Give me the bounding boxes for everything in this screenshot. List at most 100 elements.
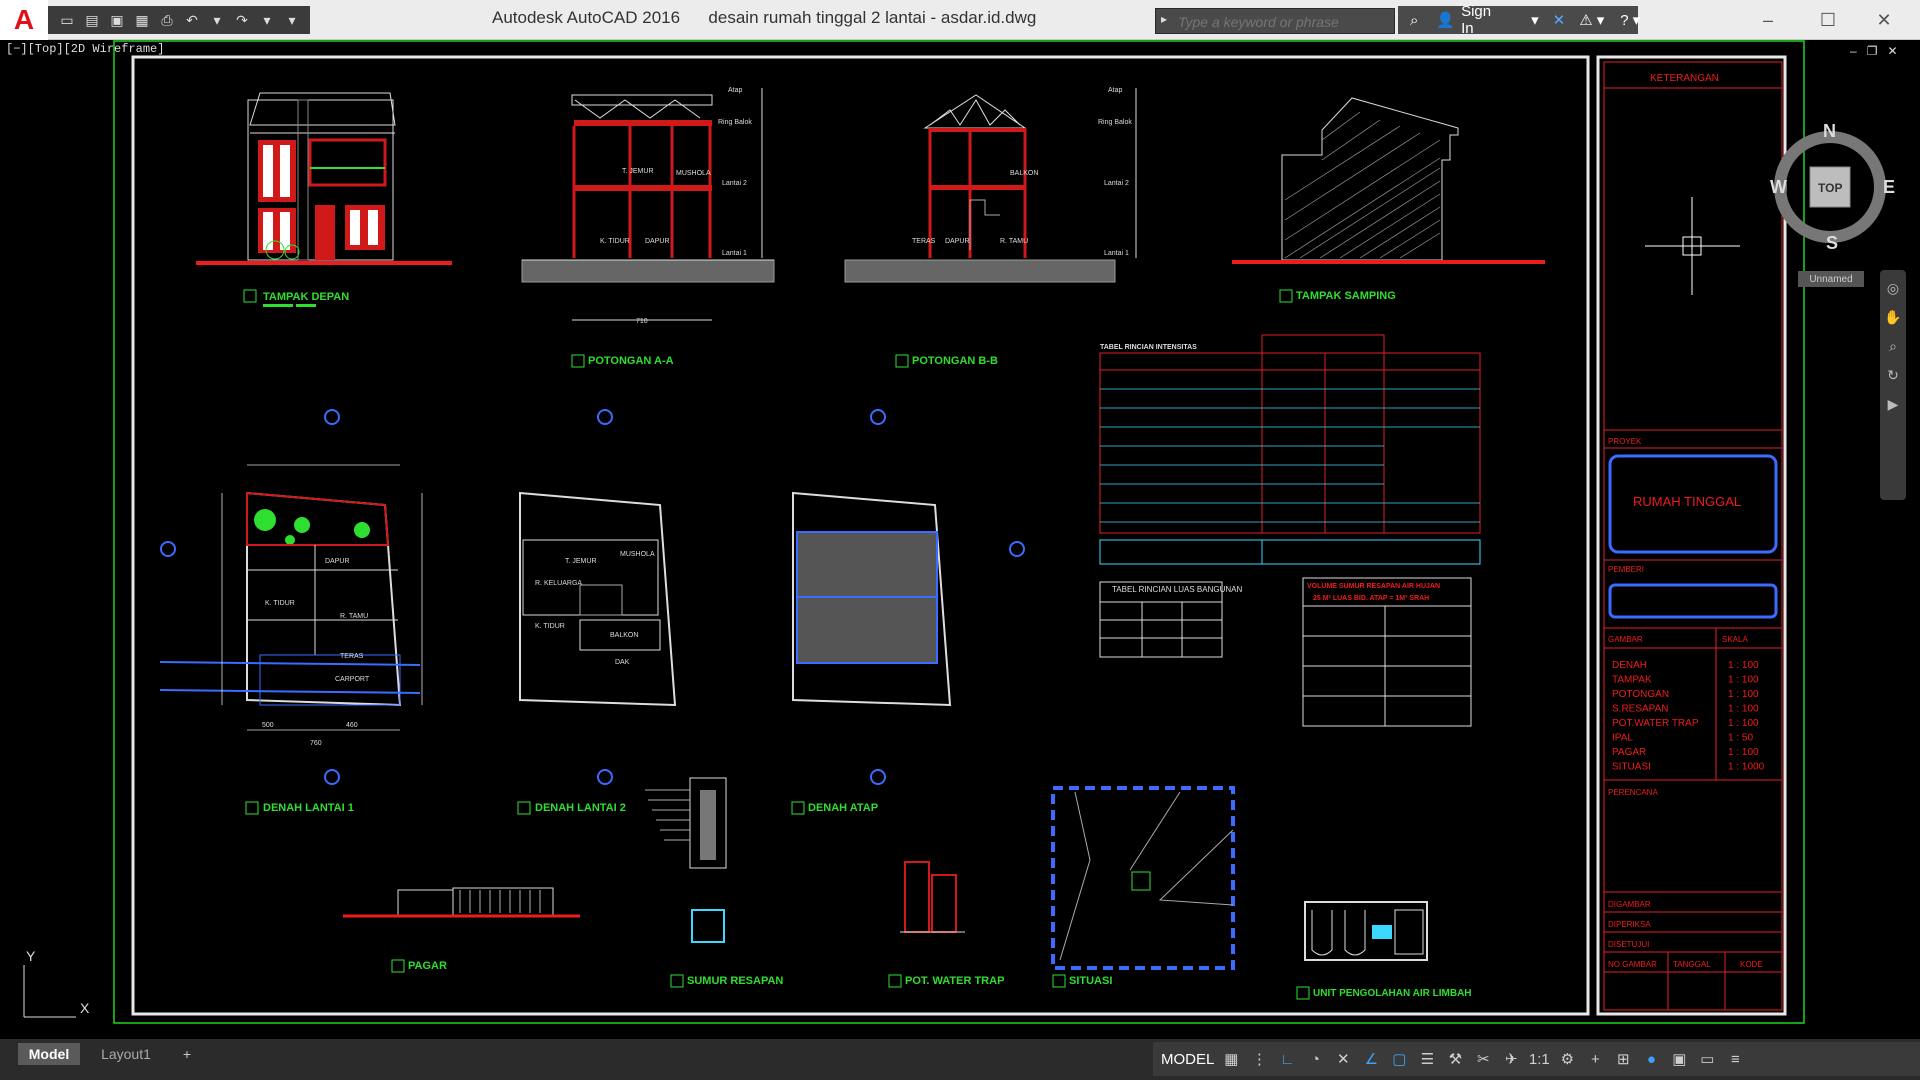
roof-plan: DENAH ATAP [791, 409, 1025, 815]
viewport-restore-icon[interactable]: ❐ [1866, 44, 1878, 58]
title-block: KETERANGAN PROYEK RUMAH TINGGAL PEMBERI … [1604, 73, 1782, 1010]
drawing-canvas: TAMPAK DEPAN T. JEMUR MUSHOLA K. TIDUR D… [23, 40, 1805, 1024]
object-snap-tracking-icon[interactable]: ∠ [1364, 1051, 1379, 1068]
isolate-objects-icon[interactable]: ● [1646, 1050, 1656, 1068]
bb-room-balkon: BALKON [1010, 170, 1038, 177]
tb-item-scale: 1 : 100 [1728, 689, 1759, 700]
volume-title: VOLUME SUMUR RESAPAN AIR HUJAN [1307, 583, 1440, 590]
water-trap-section: POT. WATER TRAP [888, 861, 1004, 988]
drawing-viewport[interactable]: TAMPAK DEPAN T. JEMUR MUSHOLA K. TIDUR D… [0, 40, 1920, 1039]
status-bar: MODEL ▦ ⋮ ∟ ◔ ✕ ∠ ▢ ☰ ⚒ ✂ ✈ 1:1 ⚙ + ⊞ ● … [1153, 1042, 1920, 1076]
viewport-minimize-icon[interactable]: – [1850, 44, 1857, 58]
viewcube-top-face[interactable]: TOP [1818, 181, 1843, 195]
isodraft-icon[interactable]: ✕ [1337, 1051, 1350, 1068]
save-as-icon[interactable]: ▦ [135, 11, 149, 28]
viewport-label[interactable]: [−][Top][2D Wireframe] [6, 42, 165, 56]
sign-in-dropdown-icon[interactable]: ▾ [1531, 12, 1539, 29]
label-site: SITUASI [1069, 975, 1112, 987]
stay-connected-dropdown-icon[interactable]: ▾ [1596, 12, 1605, 29]
label-floor-plan-2: DENAH LANTAI 2 [535, 802, 626, 814]
plan1-room-dapur: DAPUR [325, 558, 350, 565]
transparency-icon[interactable]: ⚒ [1448, 1051, 1463, 1068]
workspace-icon[interactable]: ⚙ [1560, 1051, 1575, 1068]
floor-plan-2: T. JEMUR MUSHOLA R. KELUARGA K. TIDUR BA… [517, 409, 677, 815]
sign-in-link[interactable]: Sign In [1461, 3, 1492, 37]
help-dropdown-icon[interactable]: ▾ [1632, 12, 1641, 29]
site-plan: SITUASI [1051, 786, 1235, 988]
redo-dropdown-icon[interactable]: ▾ [263, 11, 271, 28]
orbit-icon[interactable]: ↻ [1887, 367, 1899, 383]
viewcube-west[interactable]: W [1770, 177, 1787, 197]
search-input[interactable] [1176, 11, 1390, 33]
polar-icon[interactable]: ◔ [1310, 1050, 1320, 1068]
binoculars-icon[interactable]: ⌕ [1410, 11, 1419, 29]
ortho-icon[interactable]: ∟ [1280, 1050, 1295, 1068]
minimize-button[interactable]: – [1762, 9, 1773, 30]
plan2-room-ktidur: K. TIDUR [535, 623, 565, 630]
snap-icon[interactable]: ⋮ [1251, 1051, 1267, 1068]
clean-screen-icon[interactable]: ▭ [1700, 1051, 1715, 1068]
new-layout-button[interactable]: + [182, 1046, 192, 1062]
steering-wheel-icon[interactable]: ◎ [1886, 280, 1900, 296]
stay-connected-icon[interactable]: ⚠ [1579, 12, 1593, 29]
viewcube-north[interactable]: N [1823, 121, 1836, 141]
exchange-icon[interactable]: ✕ [1552, 12, 1566, 29]
selection-cycling-icon[interactable]: ✂ [1477, 1051, 1490, 1068]
tb-item-name: SITUASI [1612, 762, 1651, 773]
search-expand-icon[interactable]: ▸ [1161, 12, 1168, 26]
tab-model[interactable]: Model [18, 1043, 80, 1065]
pan-icon[interactable]: ✋ [1884, 309, 1902, 325]
autocad-application-button[interactable]: A [0, 0, 48, 40]
tb-no-gambar: NO.GAMBAR [1608, 960, 1657, 969]
label-fence: PAGAR [408, 960, 447, 972]
viewcube-south[interactable]: S [1826, 233, 1839, 253]
tb-skala-label: SKALA [1722, 635, 1748, 644]
customization-icon[interactable]: ≡ [1730, 1050, 1740, 1068]
plan2-room-dak: DAK [615, 659, 630, 666]
bb-room-teras: TERAS [912, 238, 936, 245]
tb-item-name: PAGAR [1612, 747, 1646, 758]
undo-icon[interactable]: ↶ [186, 11, 198, 28]
plan1-dim-460: 460 [346, 722, 358, 729]
plan2-room-tjemur: T. JEMUR [565, 558, 597, 565]
grid-icon[interactable]: ▦ [1224, 1051, 1239, 1068]
help-icon[interactable]: ? [1620, 11, 1629, 29]
tb-item-name: TAMPAK [1612, 675, 1652, 686]
undo-dropdown-icon[interactable]: ▾ [213, 11, 221, 28]
redo-icon[interactable]: ↷ [236, 11, 248, 28]
units-icon[interactable]: ⊞ [1617, 1051, 1630, 1068]
aa-level-ring: Ring Balok [718, 119, 752, 126]
label-roof-plan: DENAH ATAP [808, 802, 878, 814]
tb-item-scale: 1 : 1000 [1728, 762, 1765, 773]
zoom-icon[interactable]: ⌕ [1889, 338, 1897, 354]
object-snap-icon[interactable]: ▢ [1392, 1051, 1407, 1068]
aa-room-dapur: DAPUR [645, 238, 670, 245]
new-icon[interactable]: ▭ [60, 11, 74, 28]
tb-keterangan: KETERANGAN [1650, 73, 1719, 84]
viewcube[interactable]: N S E W TOP Unnamed [1770, 85, 1920, 287]
wcs-menu[interactable]: Unnamed [1798, 271, 1864, 287]
plan2-room-balkon: BALKON [610, 632, 638, 639]
open-icon[interactable]: ▤ [85, 11, 99, 28]
maximize-button[interactable]: ☐ [1819, 9, 1837, 30]
tab-layout1[interactable]: Layout1 [101, 1046, 151, 1062]
viewcube-east[interactable]: E [1883, 177, 1896, 197]
bb-room-dapur: DAPUR [945, 238, 970, 245]
close-button[interactable]: ✕ [1876, 9, 1892, 30]
annotation-scale-button[interactable]: 1:1 [1528, 1050, 1550, 1068]
annotation-monitor-icon[interactable]: + [1590, 1050, 1600, 1068]
viewport-controls: – ❐ ✕ [1850, 44, 1898, 58]
hardware-acceleration-icon[interactable]: ▣ [1672, 1051, 1687, 1068]
viewport-close-icon[interactable]: ✕ [1887, 44, 1898, 58]
tb-item-scale: 1 : 100 [1728, 660, 1759, 671]
customize-qat-icon[interactable]: ▾ [288, 11, 296, 28]
lineweight-icon[interactable]: ☰ [1420, 1051, 1435, 1068]
label-floor-plan-1: DENAH LANTAI 1 [263, 802, 354, 814]
tb-disetujui: DISETUJUI [1608, 940, 1649, 949]
save-icon[interactable]: ▣ [110, 11, 124, 28]
model-space-button[interactable]: MODEL [1161, 1050, 1215, 1068]
print-icon[interactable]: ⎙ [161, 11, 173, 28]
showmotion-icon[interactable]: ▶ [1887, 396, 1899, 412]
annotation-visibility-icon[interactable]: ✈ [1505, 1051, 1518, 1068]
tb-pemberi: PEMBERI [1608, 565, 1644, 574]
